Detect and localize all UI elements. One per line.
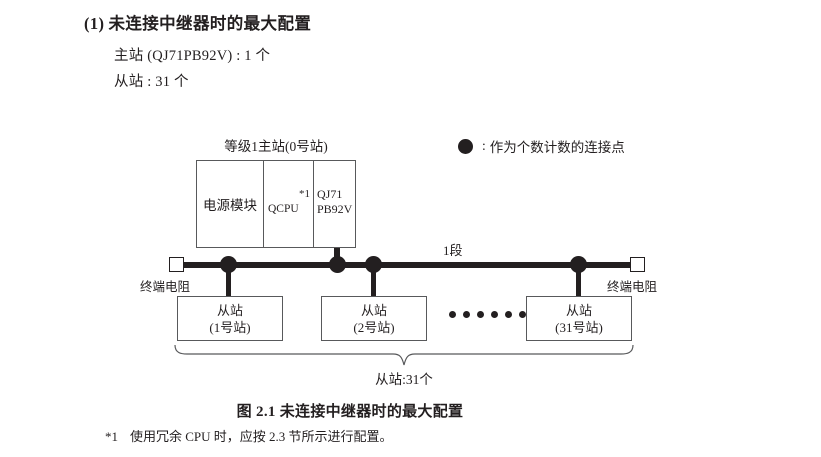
slave-31-station: (31号站) <box>555 319 603 335</box>
section-title: 未连接中继器时的最大配置 <box>108 14 312 33</box>
network-module-line1: QJ71 <box>317 187 343 201</box>
master-station-label: 等级1主站(0号站) <box>224 139 328 154</box>
footnote-mark: *1 <box>105 429 118 444</box>
slave-box-1: 从站 (1号站) <box>177 296 283 341</box>
filled-circle-icon <box>458 138 473 154</box>
terminator-right-icon <box>630 257 645 272</box>
ellipsis-dots <box>449 311 526 318</box>
slave-2-name: 从站 <box>360 302 387 318</box>
footnote-text: 使用冗余 CPU 时，应按 2.3 节所示进行配置。 <box>130 429 393 444</box>
terminator-left-icon <box>169 257 184 272</box>
drop-stem-slave1 <box>226 266 231 296</box>
slave-1-station: (1号站) <box>209 319 251 335</box>
ellipsis-dot <box>463 311 470 318</box>
segment-label: 1段 <box>443 243 463 258</box>
spec-line-slave: 从站 : 31 个 <box>114 74 189 90</box>
drop-stem-slave31 <box>576 266 581 296</box>
footnote: *1 使用冗余 CPU 时，应按 2.3 节所示进行配置。 <box>105 426 393 445</box>
ellipsis-dot <box>477 311 484 318</box>
connection-dot-slave2 <box>365 256 382 273</box>
legend: : 作为个数计数的连接点 <box>458 136 625 156</box>
terminator-right-label: 终端电阻 <box>607 280 658 294</box>
legend-colon: : <box>482 138 486 153</box>
slave-box-31: 从站 (31号站) <box>526 296 632 341</box>
connection-dot-slave1 <box>220 256 237 273</box>
slave-2-station: (2号站) <box>353 319 395 335</box>
slave-group-label: 从站:31个 <box>375 372 433 387</box>
connection-dot-master <box>329 256 346 273</box>
slave-group-brace <box>173 344 635 367</box>
cpu-module-cell: *1 QCPU <box>264 161 314 247</box>
drop-stem-slave2 <box>371 266 376 296</box>
ellipsis-dot <box>519 311 526 318</box>
spec-line-master: 主站 (QJ71PB92V) : 1 个 <box>114 48 271 64</box>
network-module-line2: PB92V <box>317 202 353 216</box>
slave-1-name: 从站 <box>216 302 243 318</box>
figure-caption: 图 2.1 未连接中继器时的最大配置 <box>236 404 464 420</box>
bus-trunk-line <box>177 262 631 268</box>
ellipsis-dot <box>491 311 498 318</box>
slave-box-2: 从站 (2号站) <box>321 296 427 341</box>
power-module-label: 电源模块 <box>203 198 257 213</box>
slave-31-name: 从站 <box>565 302 592 318</box>
connection-dot-slave31 <box>570 256 587 273</box>
legend-label: 作为个数计数的连接点 <box>489 140 625 155</box>
ellipsis-dot <box>449 311 456 318</box>
ellipsis-dot <box>505 311 512 318</box>
terminator-left-label: 终端电阻 <box>140 280 191 294</box>
section-number: (1) <box>84 14 105 33</box>
cpu-footnote-mark: *1 <box>299 188 310 200</box>
cpu-module-label: QCPU <box>268 203 299 215</box>
power-module-cell: 电源模块 <box>197 161 264 247</box>
section-heading: (1)未连接中继器时的最大配置 <box>84 10 311 34</box>
